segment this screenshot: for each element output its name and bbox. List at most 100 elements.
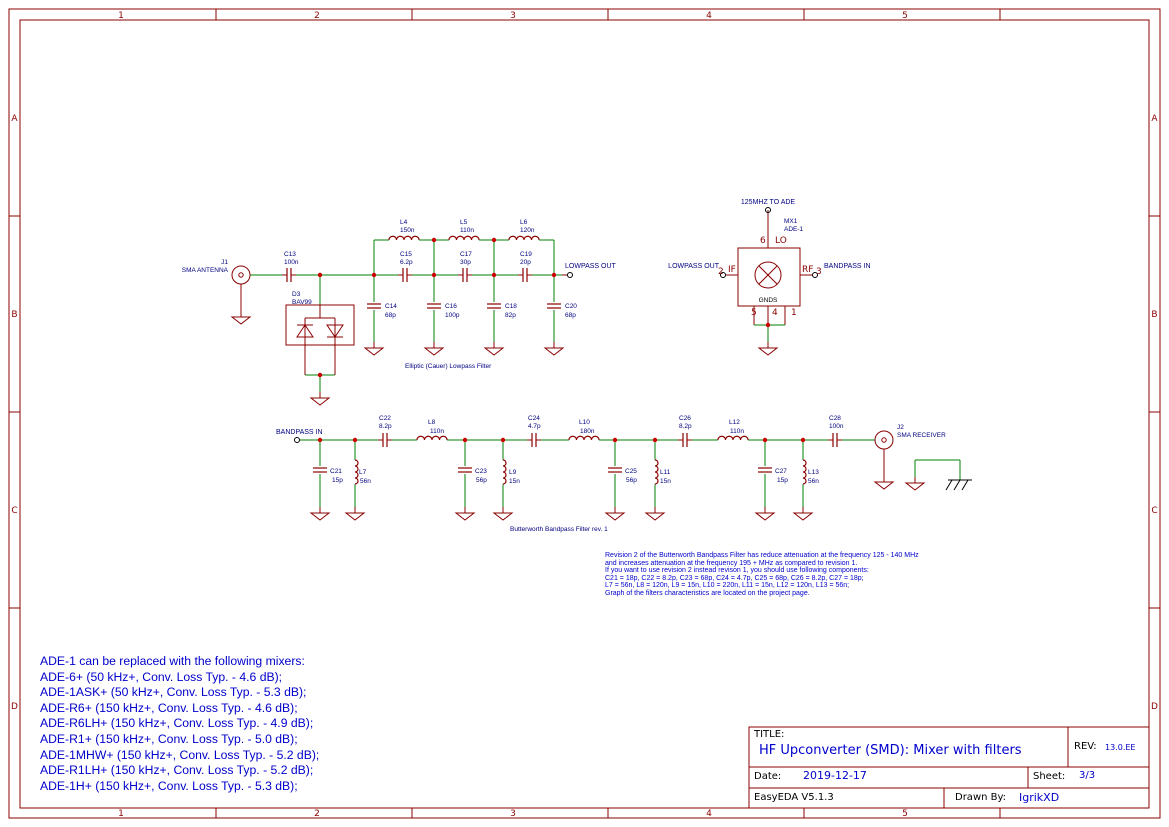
mixer-note-line: ADE-R1LH+ (150 kHz+, Conv. Loss Typ. - 5… bbox=[40, 763, 314, 778]
j1-name: SMA ANTENNA bbox=[182, 267, 229, 274]
col-label-top: 2 bbox=[314, 11, 320, 21]
mixer-alternatives-note: ADE-1 can be replaced with the following… bbox=[40, 654, 319, 794]
title-value: HF Upconverter (SMD): Mixer with filters bbox=[759, 743, 1022, 758]
date-label: Date: bbox=[754, 771, 782, 782]
c19-value: 20p bbox=[520, 259, 531, 266]
c24-value: 4.7p bbox=[528, 423, 541, 430]
cap-c18 bbox=[486, 303, 502, 309]
c24-ref: C24 bbox=[528, 415, 540, 422]
cap-c26 bbox=[678, 432, 692, 448]
col-label-top: 3 bbox=[510, 11, 516, 21]
l12-value: 110n bbox=[730, 428, 744, 435]
lo-net-label: 125MHZ TO ADE bbox=[741, 199, 796, 206]
c14-ref: C14 bbox=[385, 303, 397, 310]
l12-ref: L12 bbox=[729, 419, 740, 426]
l13-ref: L13 bbox=[808, 469, 819, 476]
mixer-note-line: ADE-6+ (50 kHz+, Conv. Loss Typ. - 4.6 d… bbox=[40, 669, 283, 684]
lowpass-out-label: LOWPASS OUT bbox=[565, 263, 617, 270]
c27-value: 15p bbox=[777, 477, 788, 484]
c22-ref: C22 bbox=[379, 415, 391, 422]
cap-c23 bbox=[457, 467, 473, 473]
mixer-note-line: ADE-R1+ (150 kHz+, Conv. Loss Typ. - 5.0… bbox=[40, 731, 298, 746]
title-label: TITLE: bbox=[754, 729, 785, 740]
j2-ref: J2 bbox=[897, 424, 904, 431]
d3-value: BAV99 bbox=[292, 299, 312, 306]
cap-c16 bbox=[426, 303, 442, 309]
inductor-l6 bbox=[508, 235, 540, 241]
rev-value: 13.0.EE bbox=[1105, 743, 1136, 752]
mx1-ref: MX1 bbox=[784, 218, 798, 225]
col-label-bottom: 3 bbox=[510, 809, 516, 819]
l6-ref: L6 bbox=[520, 219, 528, 226]
l5-value: 110n bbox=[460, 227, 474, 234]
c21-ref: C21 bbox=[330, 468, 342, 475]
inductor-l8 bbox=[416, 435, 448, 441]
l7-value: 56n bbox=[360, 478, 371, 485]
l13-value: 56n bbox=[808, 478, 819, 485]
pin-lo: LO bbox=[775, 236, 787, 246]
inductor-l13 bbox=[802, 459, 807, 485]
c27-ref: C27 bbox=[775, 468, 787, 475]
l8-ref: L8 bbox=[428, 419, 436, 426]
row-label-left: A bbox=[11, 114, 18, 124]
cap-c15 bbox=[398, 267, 412, 283]
pin-lo-num: 6 bbox=[760, 236, 766, 246]
l4-ref: L4 bbox=[400, 219, 408, 226]
pin-gnds: GNDS bbox=[759, 297, 778, 304]
mixer-note-line: ADE-R6+ (150 kHz+, Conv. Loss Typ. - 4.6… bbox=[40, 700, 298, 715]
cap-c14 bbox=[366, 303, 382, 309]
l6-value: 120n bbox=[520, 227, 535, 234]
revision-note-line: L7 = 56n, L8 = 120n, L9 = 15n, L10 = 220… bbox=[605, 582, 850, 590]
l7-ref: L7 bbox=[359, 469, 367, 476]
col-label-bottom: 4 bbox=[706, 809, 712, 819]
c20-value: 68p bbox=[565, 312, 576, 319]
c15-value: 6.2p bbox=[400, 259, 413, 266]
row-label-left: D bbox=[11, 702, 18, 712]
l10-ref: L10 bbox=[579, 419, 590, 426]
sma-antenna-connector bbox=[231, 265, 251, 325]
c16-ref: C16 bbox=[445, 303, 457, 310]
diode-d3 bbox=[285, 304, 355, 375]
inductor-l4 bbox=[388, 235, 420, 241]
cap-c25 bbox=[607, 467, 623, 473]
rf-net-label: BANDPASS IN bbox=[824, 263, 871, 270]
inductor-l10 bbox=[568, 435, 600, 441]
l11-value: 15n bbox=[660, 478, 671, 485]
lowpass-filter: J1 SMA ANTENNA C13 100n D3 BAV99 L4 150n… bbox=[182, 219, 617, 406]
c17-ref: C17 bbox=[460, 251, 472, 258]
cap-c20 bbox=[546, 303, 562, 309]
c25-ref: C25 bbox=[625, 468, 637, 475]
c22-value: 8.2p bbox=[379, 423, 392, 430]
cap-c21 bbox=[312, 467, 328, 473]
col-label-bottom: 2 bbox=[314, 809, 320, 819]
c18-ref: C18 bbox=[505, 303, 517, 310]
sheet-label: Sheet: bbox=[1033, 771, 1066, 782]
revision-note-line: Revision 2 of the Butterworth Bandpass F… bbox=[605, 552, 919, 559]
d3-ref: D3 bbox=[292, 291, 301, 298]
c23-ref: C23 bbox=[475, 468, 487, 475]
rev-label: REV: bbox=[1074, 741, 1097, 752]
c15-ref: C15 bbox=[400, 251, 412, 258]
inductor-l5 bbox=[448, 235, 480, 241]
mixer-note-line: ADE-1H+ (150 kHz+, Conv. Loss Typ. - 5.3… bbox=[40, 778, 298, 793]
col-label-top: 1 bbox=[118, 11, 124, 21]
col-label-top: 4 bbox=[706, 11, 712, 21]
c23-value: 56p bbox=[476, 477, 487, 484]
j1-ref: J1 bbox=[221, 259, 228, 266]
cap-c27 bbox=[757, 467, 773, 473]
revision-note-line: C21 = 18p, C22 = 8.2p, C23 = 68p, C24 = … bbox=[605, 574, 864, 582]
l8-value: 110n bbox=[430, 428, 444, 435]
bandpass-in-label: BANDPASS IN bbox=[276, 429, 323, 436]
c16-value: 100p bbox=[445, 312, 460, 319]
c13-ref: C13 bbox=[284, 251, 296, 258]
cap-c17 bbox=[458, 267, 472, 283]
mixer-note-line: ADE-1MHW+ (150 kHz+, Conv. Loss Typ. - 5… bbox=[40, 747, 320, 762]
sma-receiver-connector bbox=[874, 430, 894, 490]
revision-note: Revision 2 of the Butterworth Bandpass F… bbox=[605, 552, 919, 598]
cap-c28 bbox=[828, 432, 842, 448]
title-block bbox=[748, 726, 1150, 809]
c17-value: 30p bbox=[460, 259, 471, 266]
col-label-bottom: 5 bbox=[902, 809, 908, 819]
c20-ref: C20 bbox=[565, 303, 577, 310]
c28-ref: C28 bbox=[829, 415, 841, 422]
